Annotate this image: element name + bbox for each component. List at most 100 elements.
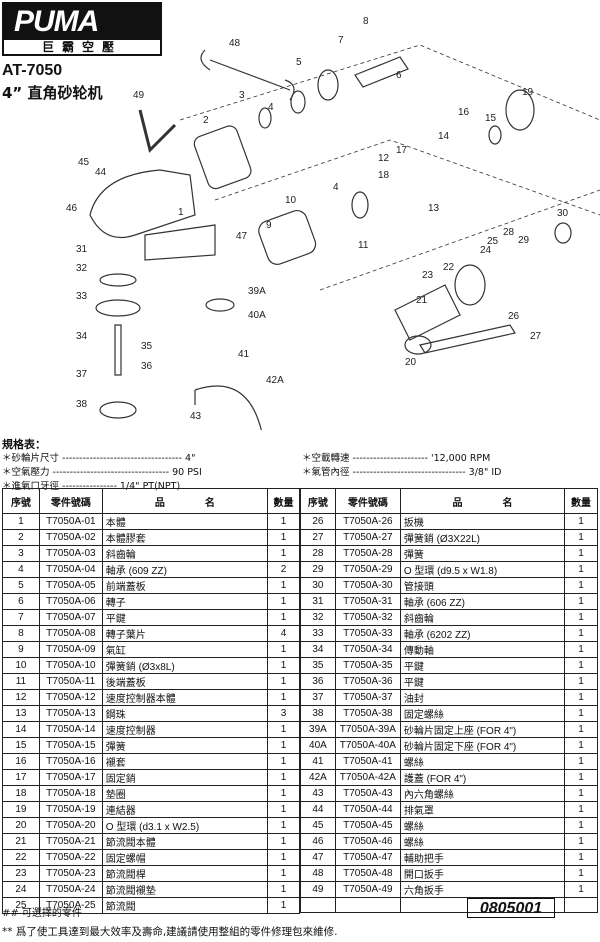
part-number: T7050A-02 <box>38 529 103 546</box>
item-no: 17 <box>2 769 40 786</box>
exploded-parts-diagram <box>89 44 600 430</box>
item-no: 34 <box>300 641 336 658</box>
item-no: 32 <box>300 609 336 626</box>
part-name: 砂輪片固定下座 (FOR 4") <box>399 737 566 754</box>
specifications: 規格表： ＊砂輪片尺寸 ----------------------------… <box>2 436 600 492</box>
part-name: 排氣罩 <box>399 801 566 818</box>
quantity: 1 <box>267 609 300 626</box>
item-no: 22 <box>2 849 40 866</box>
quantity <box>564 896 598 914</box>
quantity: 1 <box>564 785 598 802</box>
part-number: T7050A-18 <box>38 785 103 802</box>
part-number: T7050A-35 <box>334 657 401 674</box>
callout: 30 <box>557 208 569 219</box>
callout: 10 <box>285 195 297 206</box>
quantity: 2 <box>267 561 300 578</box>
product-name: 4” 直角砂轮机 <box>2 84 103 102</box>
part-number: T7050A-28 <box>334 545 401 562</box>
part-number: T7050A-19 <box>38 801 103 818</box>
item-no: 43 <box>300 785 336 802</box>
coupler-part-19 <box>505 89 535 131</box>
spec-hose-id: ＊氣管內徑 --------------------------------- … <box>302 467 502 478</box>
item-no: 9 <box>2 641 40 658</box>
item-no: 11 <box>2 673 40 690</box>
quantity: 1 <box>564 833 598 850</box>
item-no: 38 <box>300 705 336 722</box>
part-name: 本體膠套 <box>101 529 269 546</box>
part-name: 氣缸 <box>101 641 269 658</box>
quantity: 1 <box>267 881 300 898</box>
item-no: 13 <box>2 705 40 722</box>
part-name: 彈簧 <box>399 545 566 562</box>
callout: 6 <box>396 70 402 81</box>
callout: 3 <box>239 90 245 101</box>
callout: 28 <box>503 227 515 238</box>
part-number: T7050A-30 <box>334 577 401 594</box>
callout: 1 <box>178 207 184 218</box>
part-number: T7050A-09 <box>38 641 103 658</box>
callout: 27 <box>530 331 542 342</box>
callout: 40A <box>248 310 266 321</box>
part-name: 開口扳手 <box>399 865 566 882</box>
item-no: 45 <box>300 817 336 834</box>
part-name: 速度控制器 <box>101 721 269 738</box>
o-ring-part-20 <box>404 335 432 355</box>
part-number: T7050A-03 <box>38 545 103 562</box>
quantity: 1 <box>564 577 598 594</box>
quantity: 1 <box>564 657 598 674</box>
part-number: T7050A-40A <box>334 737 401 754</box>
item-no: 18 <box>2 785 40 802</box>
bearing-part-33 <box>95 299 141 317</box>
part-name: 砂輪片固定上座 (FOR 4") <box>399 721 566 738</box>
quantity: 1 <box>564 817 598 834</box>
part-number: T7050A-01 <box>38 513 103 530</box>
part-number: T7050A-26 <box>334 513 401 530</box>
part-name: 輔助把手 <box>399 849 566 866</box>
part-name: 油封 <box>399 689 566 706</box>
quantity: 1 <box>564 625 598 642</box>
rotor-part-6 <box>354 56 409 88</box>
item-no: 1 <box>2 513 40 530</box>
flange-part-39A <box>205 298 235 312</box>
quantity: 1 <box>564 513 598 530</box>
item-no: 6 <box>2 593 40 610</box>
part-number: T7050A-06 <box>38 593 103 610</box>
part-name: 斜齒輪 <box>399 609 566 626</box>
callout: 16 <box>458 107 470 118</box>
part-number: T7050A-17 <box>38 769 103 786</box>
part-name: 六角扳手 <box>399 881 566 898</box>
part-name: 轉子 <box>101 593 269 610</box>
item-no: 21 <box>2 833 40 850</box>
item-no: 16 <box>2 753 40 770</box>
quantity: 1 <box>564 753 598 770</box>
part-number: T7050A-29 <box>334 561 401 578</box>
callout: 17 <box>396 145 408 156</box>
item-no: 3 <box>2 545 40 562</box>
item-no: 15 <box>2 737 40 754</box>
quantity: 1 <box>564 881 598 898</box>
quantity: 1 <box>564 769 598 786</box>
throttle-body-part-21 <box>394 284 461 341</box>
assembly-lines <box>179 44 600 291</box>
callout: 13 <box>428 203 440 214</box>
callout: 43 <box>190 411 202 422</box>
part-name: 螺絲 <box>399 817 566 834</box>
logo-text: PUMA <box>4 4 160 40</box>
part-number: T7050A-49 <box>334 881 401 898</box>
part-number: T7050A-45 <box>334 817 401 834</box>
callout: 33 <box>76 291 88 302</box>
part-number: T7050A-31 <box>334 593 401 610</box>
quantity: 1 <box>564 561 598 578</box>
item-no: 48 <box>300 865 336 882</box>
callout: 11 <box>358 240 369 251</box>
